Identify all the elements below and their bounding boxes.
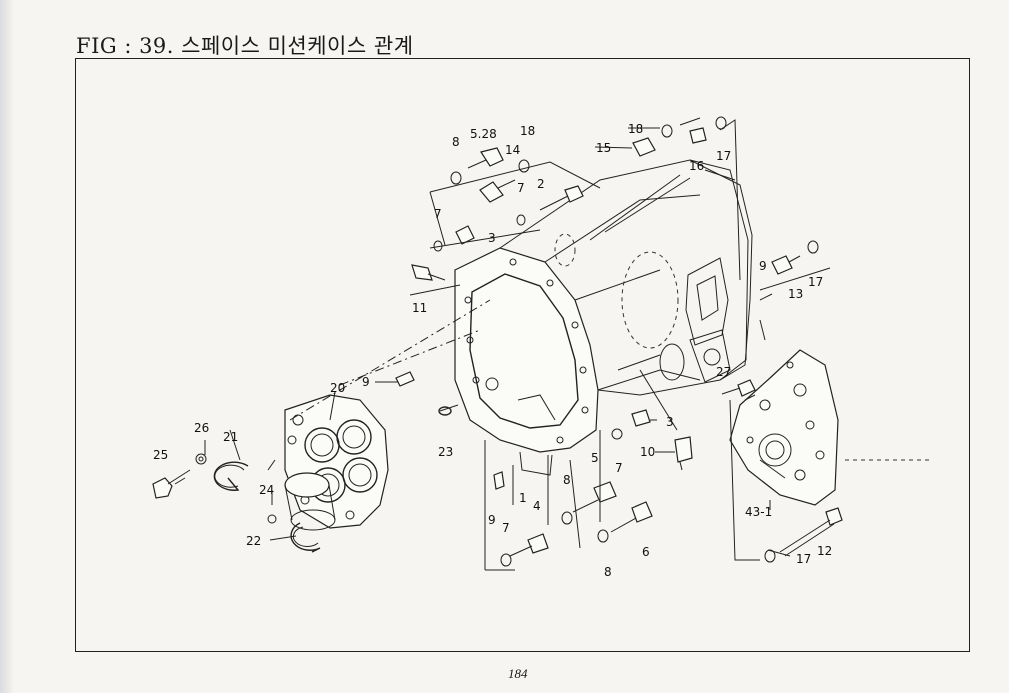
pump-body [284,394,389,531]
callout-3: 3 [666,415,674,429]
callout-2: 2 [537,177,545,191]
callout-9: 9 [362,375,370,389]
callout-15: 15 [596,141,611,155]
callout-17: 17 [796,552,811,566]
callout-7: 7 [434,207,442,221]
callout-26: 26 [194,421,209,435]
page-number: 184 [508,666,528,681]
callout-17: 17 [716,149,731,163]
drawing-frame [75,58,970,652]
callout-1: 1 [519,491,527,505]
snap-rings [195,406,452,553]
fasteners [152,116,843,567]
transmission-case [454,159,753,476]
callout-23: 23 [438,445,453,459]
callout-43-1: 43-1 [745,505,772,519]
callout-14: 14 [505,143,520,157]
callout-18: 18 [520,124,535,138]
callout-8: 8 [563,473,571,487]
figure-title: FIG : 39. 스페이스 미션케이스 관계 [76,34,414,58]
callout-7: 7 [615,461,623,475]
callout-20: 20 [330,381,345,395]
plate-43-1 [729,349,930,506]
callout-21: 21 [223,430,238,444]
callout-24: 24 [259,483,274,497]
callout-18: 18 [628,122,643,136]
callout-5-28: 5.28 [470,127,497,141]
callout-17: 17 [808,275,823,289]
callout-11: 11 [412,301,427,315]
callout-labels: 1 2 3 3 4 5 5.28 6 7 7 7 7 8 8 8 9 9 9 1… [153,122,832,579]
callout-9: 9 [488,513,496,527]
callout-3: 3 [488,231,496,245]
callout-8: 8 [604,565,612,579]
callout-5: 5 [591,451,599,465]
callout-6: 6 [642,545,650,559]
callout-9: 9 [759,259,767,273]
callout-12: 12 [817,544,832,558]
callout-27: 27 [716,365,731,379]
callout-7: 7 [517,181,525,195]
callout-10: 10 [640,445,655,459]
callout-22: 22 [246,534,261,548]
leader-lines [174,117,831,571]
callout-13: 13 [788,287,803,301]
callout-25: 25 [153,448,168,462]
callout-7: 7 [502,521,510,535]
callout-4: 4 [533,499,541,513]
callout-16: 16 [689,159,704,173]
scan-edge [0,0,14,693]
callout-8: 8 [452,135,460,149]
